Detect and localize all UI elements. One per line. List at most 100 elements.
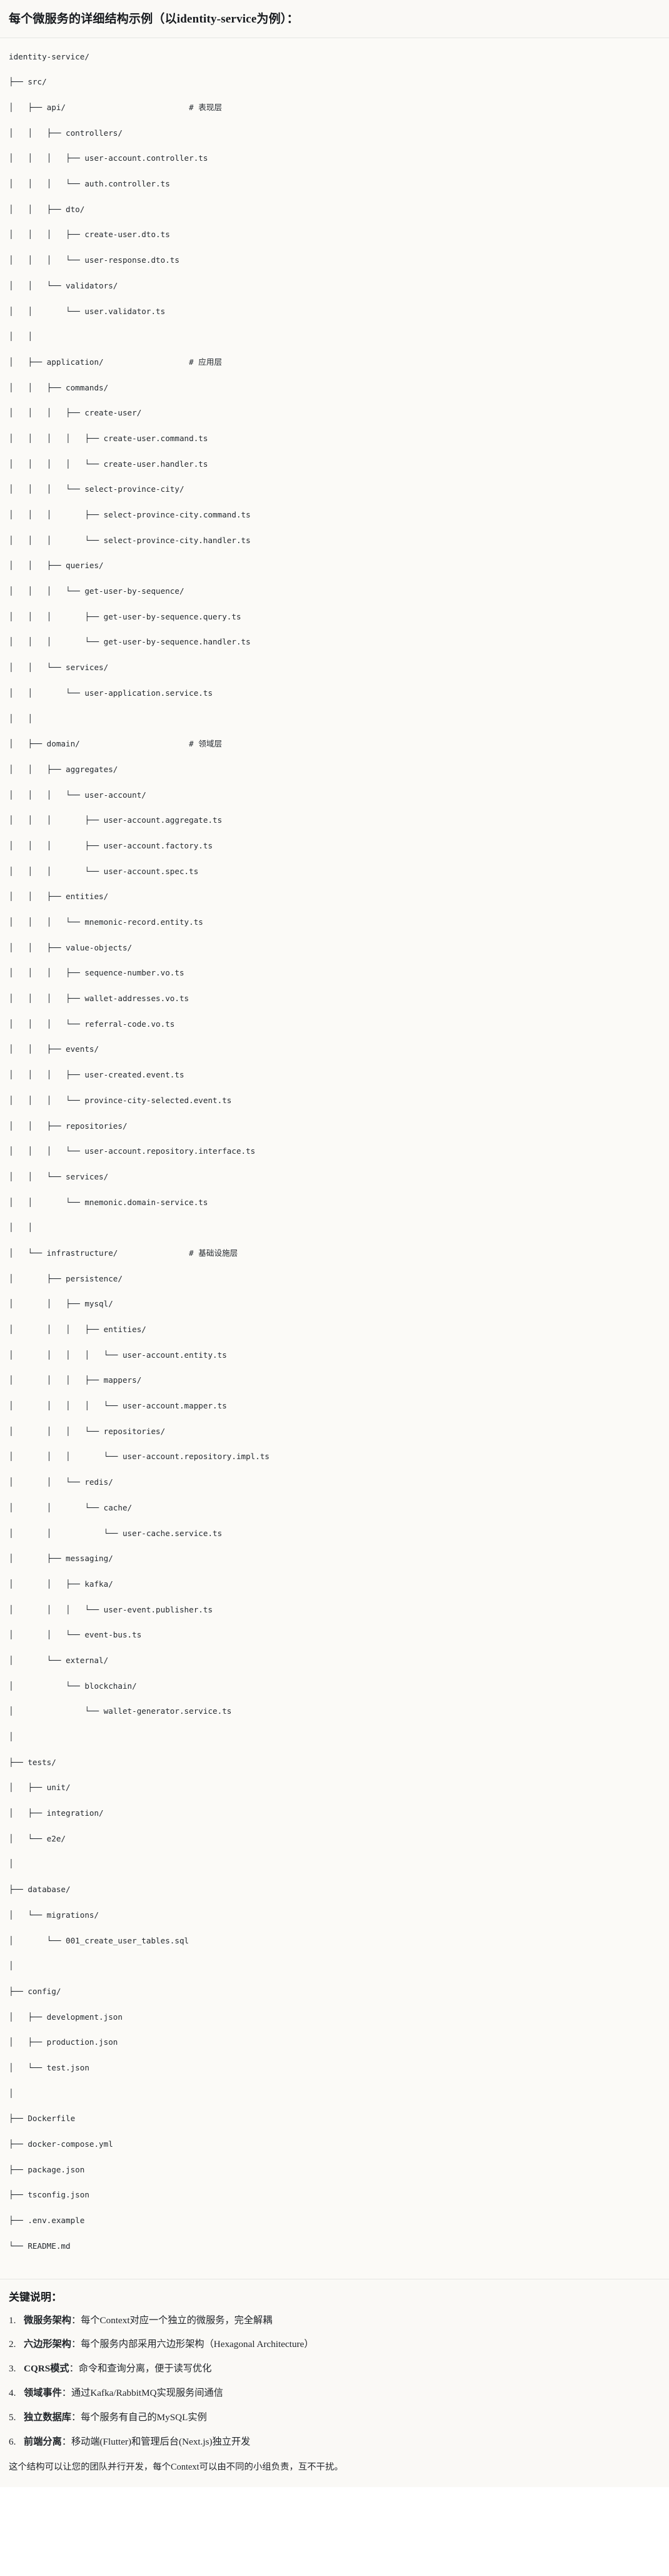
tree-line: ├── docker-compose.yml — [9, 2139, 113, 2149]
tree-line: ├── database/ — [9, 1885, 71, 1895]
key-note-description: ：每个Context对应一个独立的微服务，完全解耦 — [71, 2314, 273, 2326]
key-note-item: 独立数据库：每个服务有自己的MySQL实例 — [9, 2411, 660, 2425]
tree-line: │ │ │ ├── mappers/ — [9, 1375, 142, 1385]
key-note-description: ：每个服务内部采用六边形架构（Hexagonal Architecture） — [71, 2339, 314, 2350]
tree-line: │ │ └── event-bus.ts — [9, 1630, 142, 1640]
tree-line: │ │ └── services/ — [9, 1171, 109, 1181]
tree-line-comment: # 基础设施层 — [189, 1248, 238, 1258]
tree-line: │ ├── api/ # 表现层 — [9, 103, 223, 113]
tree-line: │ — [9, 2088, 14, 2098]
tree-line: │ ├── production.json — [9, 2037, 118, 2047]
tree-line: │ │ ├── value-objects/ — [9, 942, 133, 952]
key-note-term: 六边形架构 — [24, 2339, 71, 2350]
tree-line: │ │ │ ├── user-account.factory.ts — [9, 840, 213, 850]
tree-line: │ │ └── user-application.service.ts — [9, 688, 213, 698]
tree-line: │ │ ├── controllers/ — [9, 128, 123, 138]
tree-line: │ ├── unit/ — [9, 1783, 71, 1793]
tree-line: ├── tests/ — [9, 1757, 56, 1767]
tree-line: │ │ └── user-cache.service.ts — [9, 1528, 223, 1538]
tree-line: │ │ │ ├── user-account.controller.ts — [9, 153, 208, 163]
tree-line: │ │ │ └── user-account.repository.interf… — [9, 1146, 256, 1156]
key-note-description: ：移动端(Flutter)和管理后台(Next.js)独立开发 — [61, 2436, 251, 2447]
tree-line: │ ├── messaging/ — [9, 1554, 113, 1564]
tree-line: │ └── migrations/ — [9, 1910, 99, 1920]
tree-line: │ │ │ └── select-province-city/ — [9, 484, 184, 494]
tree-line: │ │ │ └── user-event.publisher.ts — [9, 1604, 213, 1614]
tree-line: │ │ └── user.validator.ts — [9, 306, 166, 316]
tree-line: │ │ ├── kafka/ — [9, 1579, 113, 1589]
tree-line: ├── config/ — [9, 1986, 61, 1996]
tree-line: │ │ │ └── get-user-by-sequence.handler.t… — [9, 637, 251, 647]
tree-line: ├── tsconfig.json — [9, 2190, 89, 2200]
tree-line: │ │ │ ├── get-user-by-sequence.query.ts — [9, 611, 241, 621]
tree-line: │ — [9, 1859, 14, 1869]
tree-line: │ │ └── redis/ — [9, 1477, 113, 1487]
tree-line-comment: # 应用层 — [189, 357, 223, 367]
tree-line: │ — [9, 1732, 14, 1742]
key-notes-section: 关键说明： 微服务架构：每个Context对应一个独立的微服务，完全解耦六边形架… — [0, 2279, 669, 2487]
tree-line: │ │ │ │ └── user-account.mapper.ts — [9, 1401, 227, 1411]
tree-line: │ │ — [9, 713, 33, 723]
tree-line: ├── src/ — [9, 77, 47, 87]
tree-line: ├── package.json — [9, 2164, 85, 2174]
tree-line: │ │ │ └── auth.controller.ts — [9, 179, 170, 189]
tree-line: ├── .env.example — [9, 2216, 85, 2226]
page-title: 每个微服务的详细结构示例（以identity-service为例）： — [9, 13, 299, 26]
tree-line: │ └── 001_create_user_tables.sql — [9, 1935, 189, 1945]
key-note-term: 领域事件 — [24, 2387, 62, 2398]
directory-tree-section: identity-service/ ├── src/ │ ├── api/ # … — [0, 38, 669, 2280]
tree-line: │ │ — [9, 1223, 33, 1233]
tree-line: │ │ │ └── repositories/ — [9, 1426, 166, 1436]
tree-line: │ ├── persistence/ — [9, 1273, 123, 1283]
tree-line: │ │ ├── commands/ — [9, 382, 109, 392]
key-note-item: 前端分离：移动端(Flutter)和管理后台(Next.js)独立开发 — [9, 2435, 660, 2450]
tree-line-comment: # 领域层 — [189, 739, 223, 749]
tree-line: │ ├── development.json — [9, 2012, 123, 2022]
tree-line: │ │ └── validators/ — [9, 280, 118, 290]
tree-line: │ │ ├── queries/ — [9, 561, 104, 571]
tree-line: │ └── e2e/ — [9, 1833, 66, 1843]
tree-line: │ │ ├── repositories/ — [9, 1121, 128, 1131]
tree-line: ├── Dockerfile — [9, 2114, 76, 2124]
key-note-item: 六边形架构：每个服务内部采用六边形架构（Hexagonal Architectu… — [9, 2338, 660, 2352]
tree-line: │ │ └── services/ — [9, 663, 109, 673]
key-note-term: 前端分离 — [24, 2436, 62, 2447]
tree-line: │ │ │ └── get-user-by-sequence/ — [9, 586, 184, 596]
tree-line: │ │ │ ├── create-user/ — [9, 408, 142, 418]
tree-line: │ │ │ │ ├── create-user.command.ts — [9, 433, 208, 443]
tree-line: │ │ ├── dto/ — [9, 204, 85, 214]
key-note-item: 微服务架构：每个Context对应一个独立的微服务，完全解耦 — [9, 2314, 660, 2328]
tree-line: │ │ └── cache/ — [9, 1502, 133, 1512]
tree-line: │ ├── application/ # 应用层 — [9, 357, 223, 367]
page-root: 每个微服务的详细结构示例（以identity-service为例）： ident… — [0, 0, 669, 2487]
tree-line: │ │ ├── mysql/ — [9, 1299, 113, 1309]
closing-paragraph: 这个结构可以让您的团队并行开发，每个Context可以由不同的小组负责，互不干扰… — [9, 2462, 343, 2473]
tree-line: │ │ │ └── user-account.repository.impl.t… — [9, 1452, 270, 1462]
tree-line: │ └── external/ — [9, 1655, 109, 1665]
key-notes-list: 微服务架构：每个Context对应一个独立的微服务，完全解耦六边形架构：每个服务… — [9, 2314, 660, 2450]
key-note-term: 独立数据库 — [24, 2411, 71, 2423]
tree-line: │ │ │ ├── select-province-city.command.t… — [9, 510, 251, 520]
tree-line: │ │ │ └── mnemonic-record.entity.ts — [9, 917, 203, 927]
tree-line: │ │ │ └── user-account.spec.ts — [9, 866, 199, 876]
directory-tree: identity-service/ ├── src/ │ ├── api/ # … — [9, 51, 660, 2266]
key-note-description: ：每个服务有自己的MySQL实例 — [71, 2411, 207, 2423]
tree-line: │ │ └── mnemonic.domain-service.ts — [9, 1197, 208, 1207]
tree-line: identity-service/ — [9, 51, 89, 61]
tree-line: │ │ │ │ └── create-user.handler.ts — [9, 459, 208, 469]
key-note-description: ：通过Kafka/RabbitMQ实现服务间通信 — [61, 2387, 223, 2398]
tree-line: │ │ │ ├── create-user.dto.ts — [9, 230, 170, 240]
title-section: 每个微服务的详细结构示例（以identity-service为例）： — [0, 0, 669, 38]
tree-line: │ │ │ └── referral-code.vo.ts — [9, 1019, 175, 1029]
tree-line: │ │ │ └── user-response.dto.ts — [9, 255, 179, 265]
tree-line: │ │ │ ├── wallet-addresses.vo.ts — [9, 994, 189, 1004]
tree-line: │ └── infrastructure/ # 基础设施层 — [9, 1248, 238, 1258]
tree-line: │ │ │ ├── sequence-number.vo.ts — [9, 968, 184, 978]
tree-line: │ │ │ └── select-province-city.handler.t… — [9, 535, 251, 545]
tree-line: └── README.md — [9, 2241, 71, 2251]
tree-line: │ │ ├── entities/ — [9, 892, 109, 902]
tree-line: │ └── blockchain/ — [9, 1681, 137, 1691]
tree-line: │ └── wallet-generator.service.ts — [9, 1706, 232, 1716]
tree-line: │ │ │ │ └── user-account.entity.ts — [9, 1350, 227, 1360]
tree-line: │ │ │ ├── entities/ — [9, 1325, 146, 1335]
